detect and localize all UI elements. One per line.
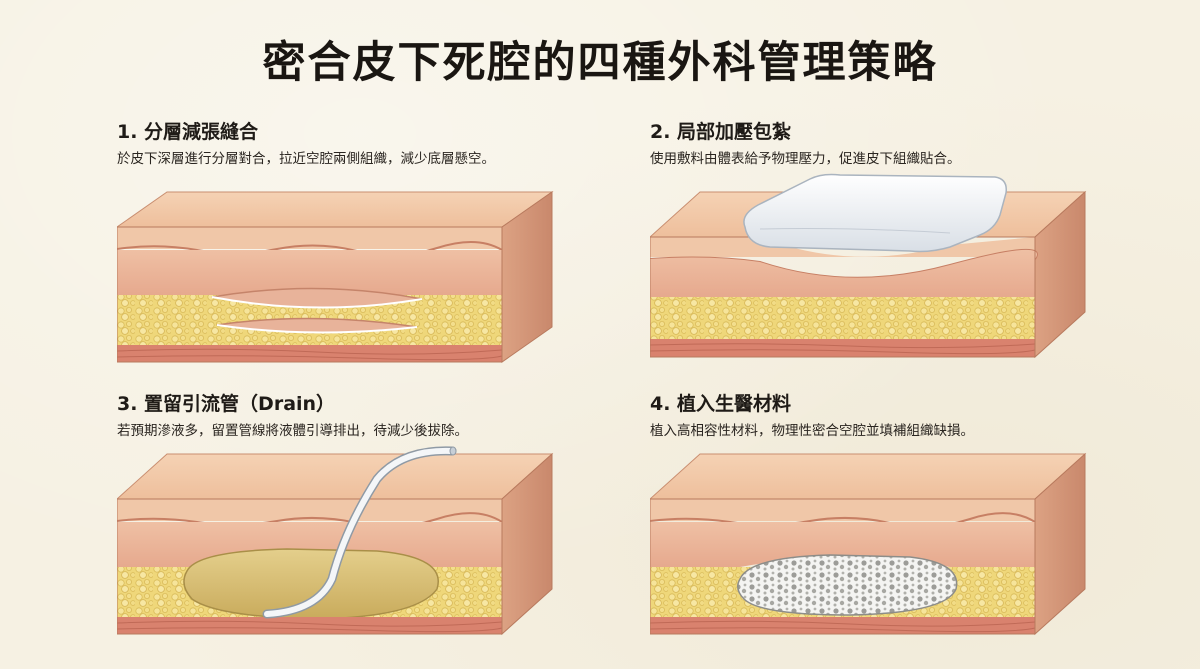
panel-biomaterial-implant: 4. 植入生醫材料 植入高相容性材料，物理性密合空腔並填補組織缺損。: [650, 389, 1200, 659]
panel-1-description: 於皮下深層進行分層對合，拉近空腔兩側組織，減少底層懸空。: [117, 151, 495, 167]
panel-2-title: 2. 局部加壓包紮: [650, 121, 792, 143]
panel-2-description: 使用敷料由體表給予物理壓力，促進皮下組織貼合。: [650, 151, 961, 167]
page-title: 密合皮下死腔的四種外科管理策略: [262, 38, 938, 88]
panel-4-title: 4. 植入生醫材料: [650, 393, 792, 415]
biomaterial-implant-illustration: [650, 452, 1087, 636]
layered-suture-illustration: [117, 191, 554, 363]
compression-dressing-illustration: [650, 173, 1087, 359]
drain-tube-illustration: [117, 446, 554, 636]
panel-drain-tube: 3. 置留引流管（Drain） 若預期滲液多，留置管線將液體引導排出，待減少後拔…: [117, 389, 677, 659]
panel-4-description: 植入高相容性材料，物理性密合空腔並填補組織缺損。: [650, 423, 974, 439]
panel-layered-suture: 1. 分層減張縫合 於皮下深層進行分層對合，拉近空腔兩側組織，減少底層懸空。: [117, 117, 677, 387]
panel-compression-dressing: 2. 局部加壓包紮 使用敷料由體表給予物理壓力，促進皮下組織貼合。: [650, 117, 1200, 387]
panel-1-title: 1. 分層減張縫合: [117, 121, 259, 143]
panel-3-title: 3. 置留引流管（Drain）: [117, 393, 336, 415]
panel-3-description: 若預期滲液多，留置管線將液體引導排出，待減少後拔除。: [117, 423, 468, 439]
